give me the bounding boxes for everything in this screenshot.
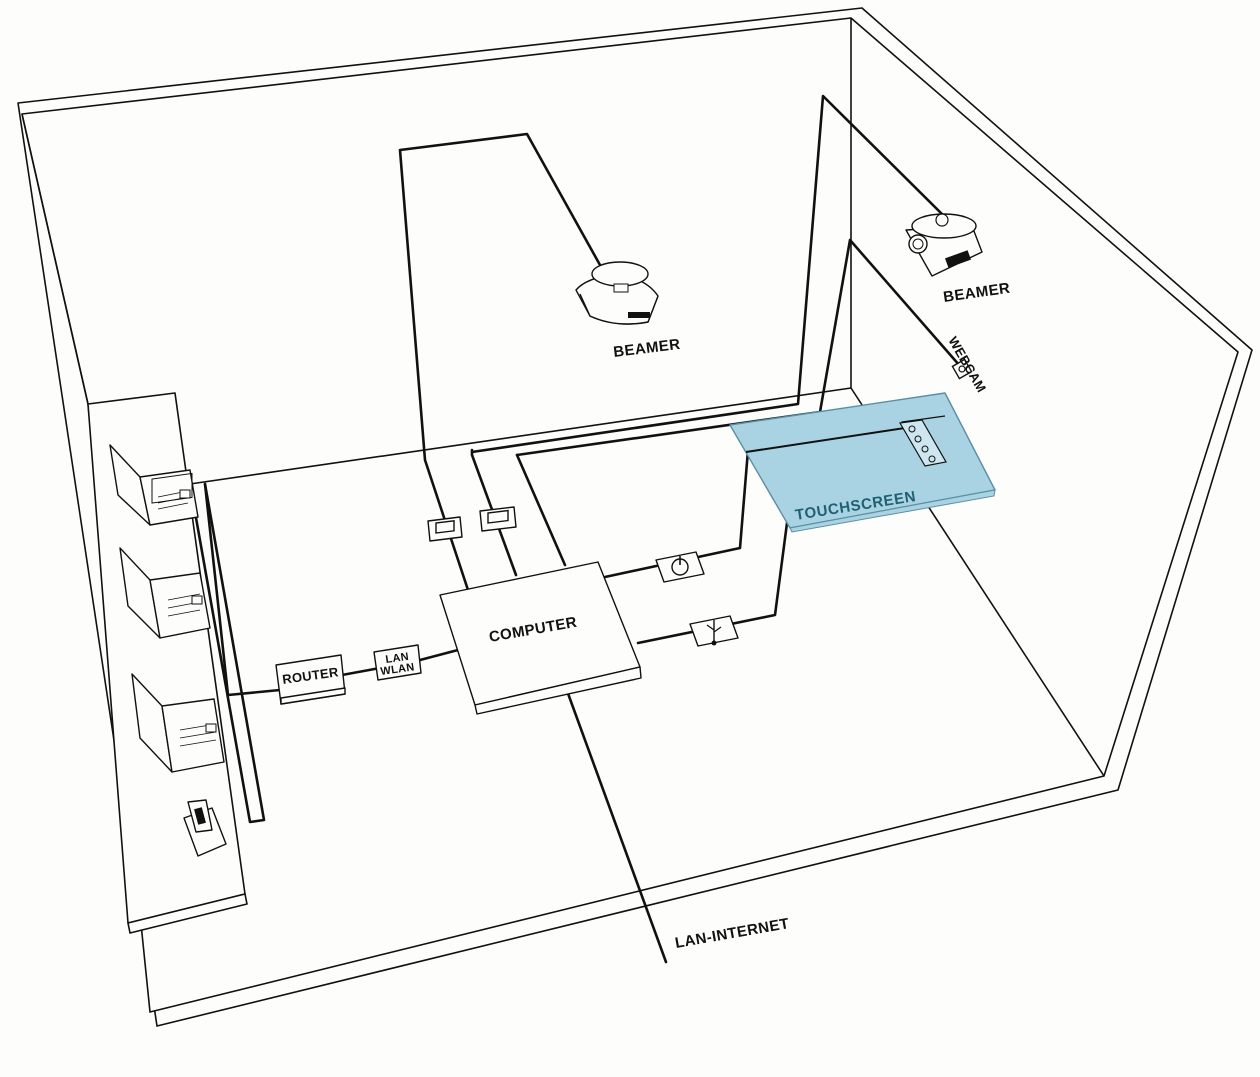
touchscreen-top-line xyxy=(745,427,906,453)
cable-back-bundle-1 xyxy=(470,94,948,454)
cable-lan-internet xyxy=(564,686,668,964)
wlan-label: WLAN xyxy=(380,661,416,678)
power-icon xyxy=(655,551,705,583)
cable-to-computer xyxy=(515,453,567,567)
computer-side xyxy=(474,666,642,715)
lan-label: LAN xyxy=(385,651,410,666)
tablet-device xyxy=(183,799,227,857)
beamer-right xyxy=(905,213,983,277)
laptop-1 xyxy=(109,444,199,526)
cable-beamer-left xyxy=(398,132,602,592)
router xyxy=(275,654,346,705)
cable-router-desk xyxy=(203,482,282,697)
cable-computer-usb xyxy=(636,498,792,645)
laptop-2 xyxy=(119,547,211,639)
cables xyxy=(203,94,962,964)
beamer-left xyxy=(575,261,659,325)
cable-back-bundle-2 xyxy=(515,238,962,457)
cable-lanwlan-computer xyxy=(418,648,460,662)
hdmi-port-icon xyxy=(427,516,463,542)
touchscreen xyxy=(729,392,996,533)
lan-wlan-adapter xyxy=(373,644,422,681)
left-wall-edge xyxy=(21,113,89,405)
cable-computer-power xyxy=(603,448,750,579)
usb-icon xyxy=(689,615,739,647)
desk xyxy=(87,392,248,934)
touchscreen-edge xyxy=(789,489,996,533)
webcam-icon xyxy=(951,358,973,380)
cable-router-lanwlan xyxy=(340,666,382,677)
desk-front xyxy=(127,893,248,934)
computer xyxy=(439,561,642,715)
desk-cable-channel xyxy=(188,482,266,824)
hdmi-port-icon xyxy=(479,506,517,532)
laptop-3 xyxy=(131,673,225,773)
lan-internet-label: LAN-INTERNET xyxy=(674,915,791,952)
